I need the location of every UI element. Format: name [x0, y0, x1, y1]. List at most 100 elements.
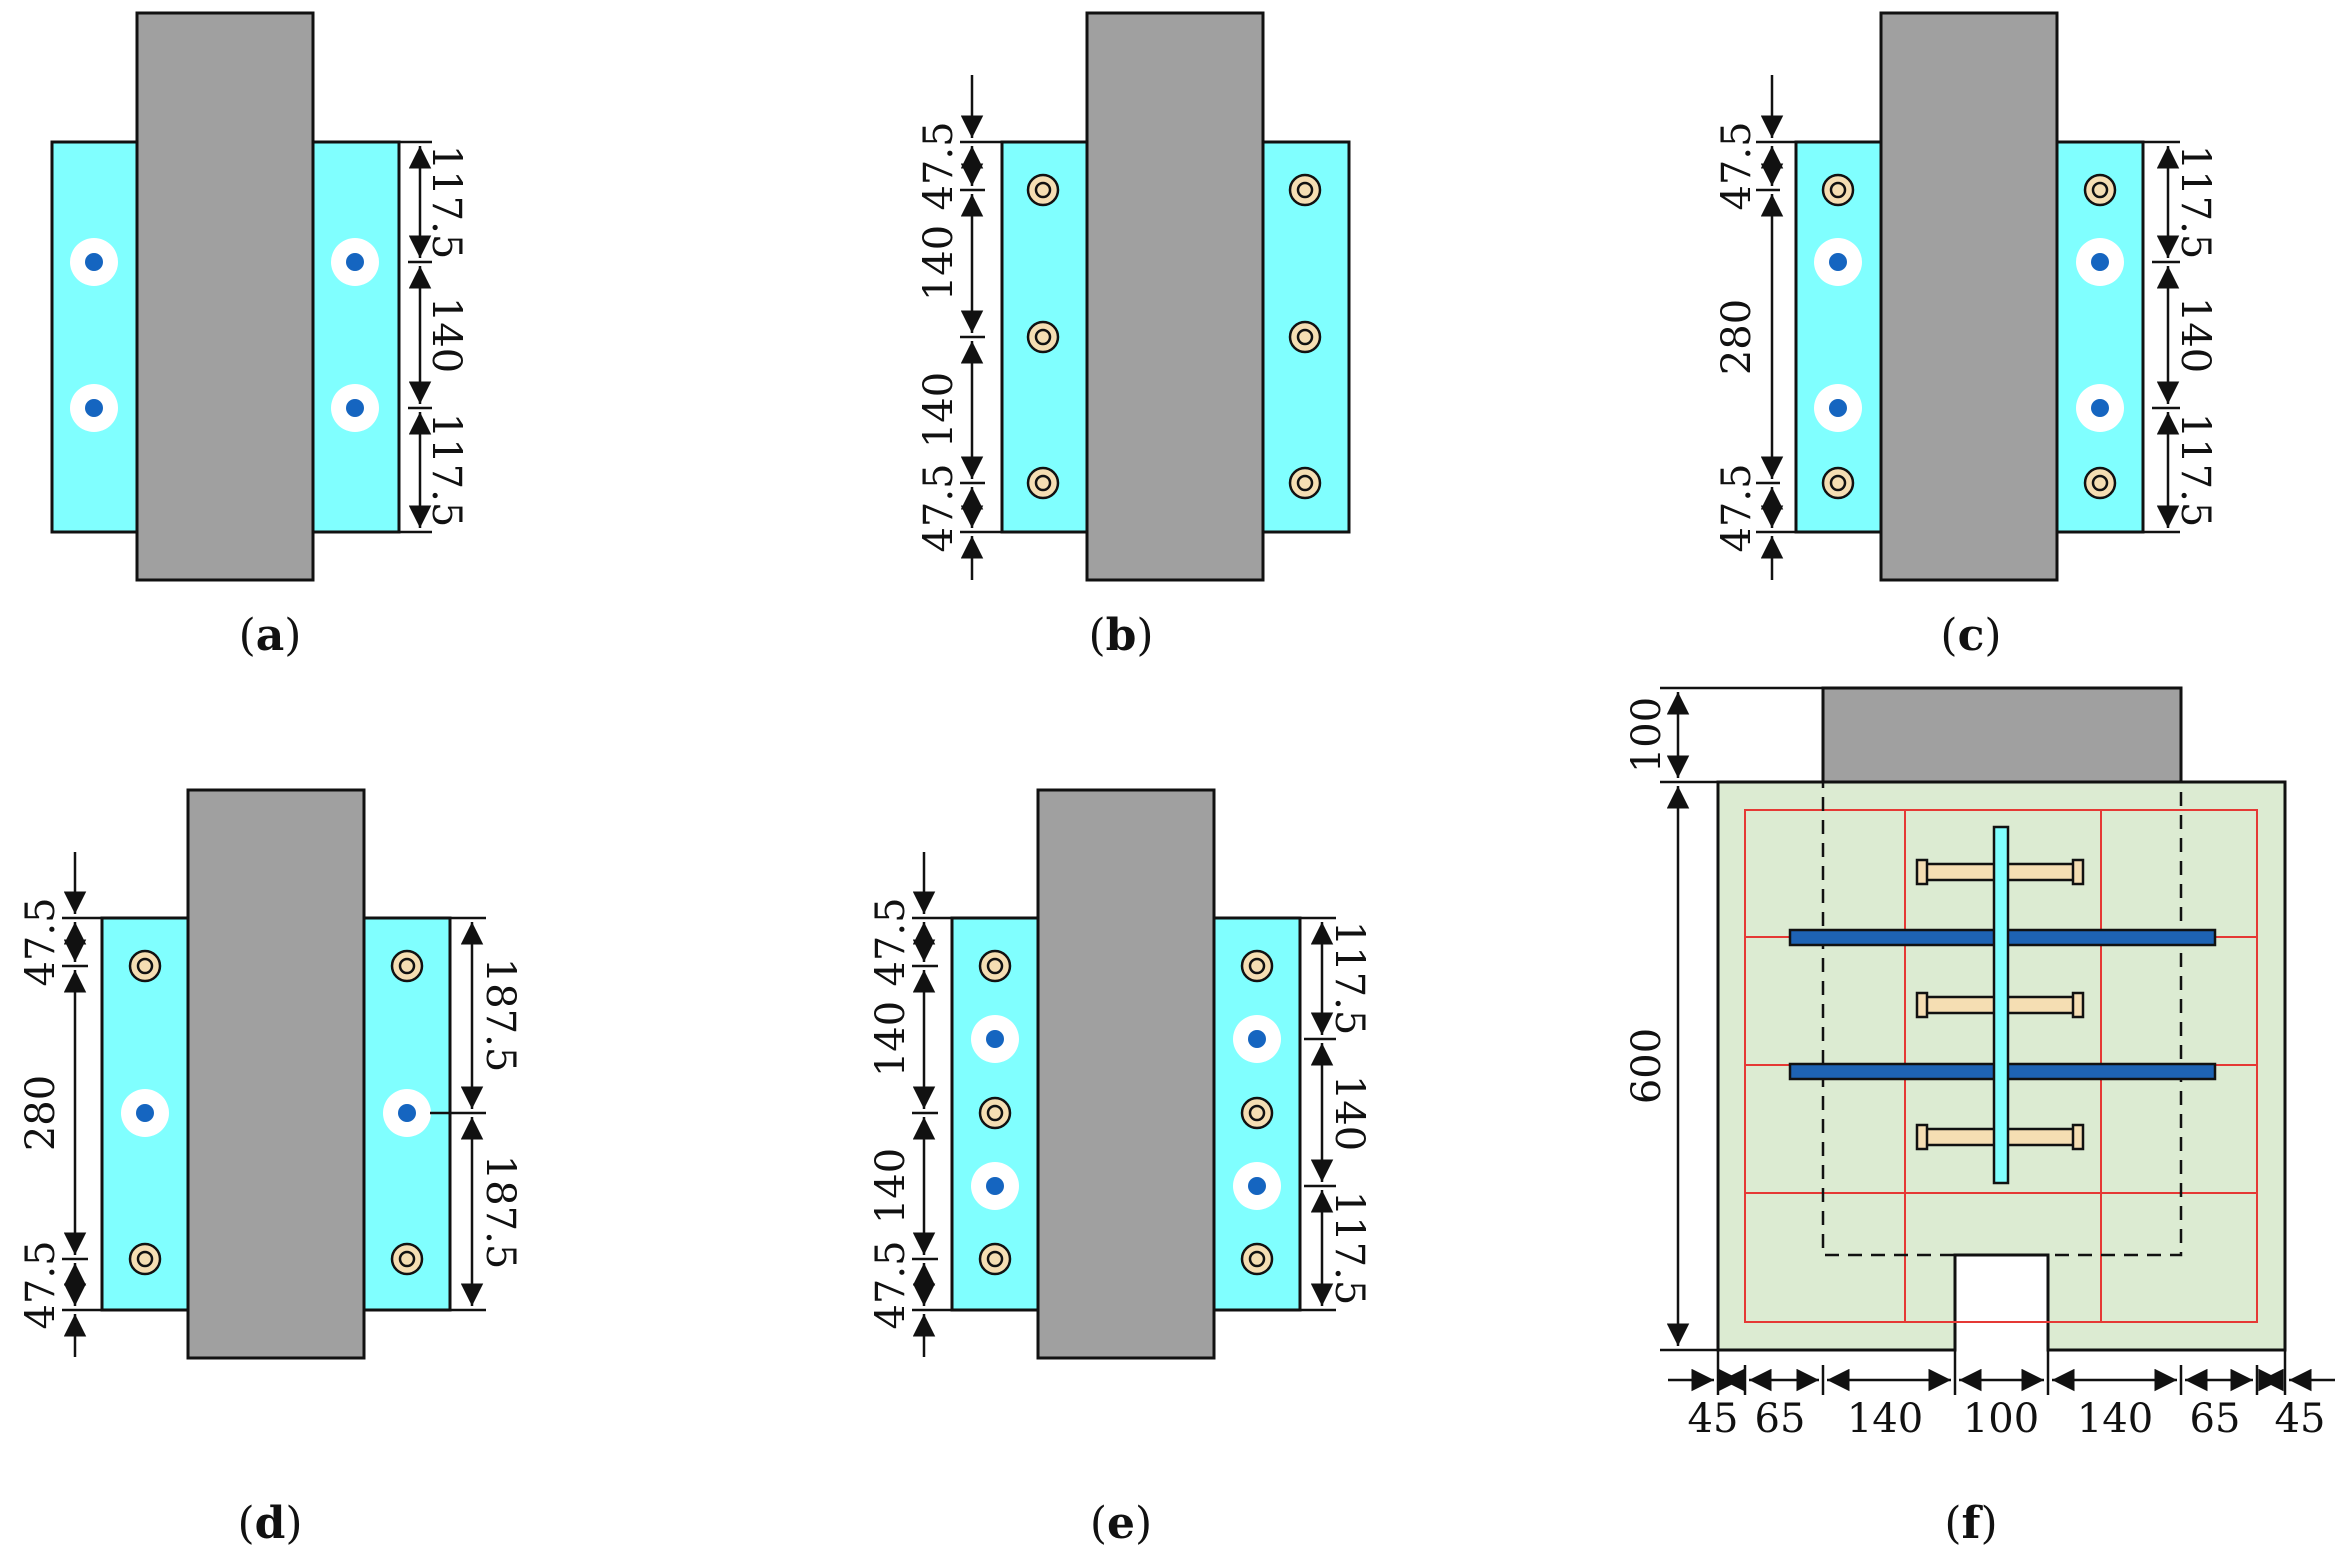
vertical-plate — [1992, 825, 2010, 1185]
dimension-label: 65 — [1755, 1396, 1806, 1442]
panel-a: 117.5 140 117.5 (a) — [50, 11, 469, 661]
dimension-label: 47.5 — [18, 1240, 64, 1329]
bolt-icon — [1821, 173, 1855, 207]
dimension-label: 117.5 — [2172, 413, 2218, 528]
dimension-label: 117.5 — [423, 413, 469, 528]
dimension-label: 100 — [1624, 697, 1670, 773]
dimension-label: 117.5 — [2172, 145, 2218, 260]
dimension-label: 47.5 — [1714, 121, 1760, 210]
panel-caption: (b) — [1088, 610, 1153, 661]
anchor-icon — [1814, 238, 1862, 286]
anchor-icon — [971, 1015, 1019, 1063]
anchor-icon — [971, 1162, 1019, 1210]
bolt-icon — [2083, 173, 2117, 207]
anchor-icon — [383, 1089, 431, 1137]
dimension-label: 47.5 — [916, 121, 962, 210]
dimension-label: 140 — [1847, 1396, 1923, 1442]
anchor-icon — [331, 238, 379, 286]
anchor-icon — [1814, 384, 1862, 432]
dimension-label: 45 — [1688, 1396, 1739, 1442]
dimension-label: 117.5 — [1326, 921, 1372, 1036]
panel-f: 100 600 45 65 140 100 140 65 45 — [1624, 686, 2335, 1549]
anchor-icon — [331, 384, 379, 432]
dimension-label: 600 — [1624, 1028, 1670, 1104]
panel-caption: (f) — [1944, 1498, 1997, 1549]
panel-c: 47.5 280 47.5 117.5 140 117.5 (c) — [1714, 11, 2218, 661]
column — [1879, 11, 2059, 582]
dimension-label: 140 — [423, 297, 469, 373]
dimension-label: 140 — [2077, 1396, 2153, 1442]
dimension-chain-right — [1300, 916, 1336, 1312]
bolt-icon — [1240, 1096, 1274, 1130]
anchor-icon — [70, 238, 118, 286]
dimension-chain-left — [912, 852, 952, 1357]
bolt-icon — [1288, 320, 1322, 354]
bolt-icon — [978, 1096, 1012, 1130]
dimension-label: 187.5 — [477, 958, 523, 1073]
dimension-label: 140 — [868, 1001, 914, 1077]
bolt-icon — [1821, 466, 1855, 500]
anchor-icon — [2076, 238, 2124, 286]
anchor-icon — [121, 1089, 169, 1137]
dimension-chain-right — [430, 916, 486, 1312]
steel-plate-right — [311, 140, 401, 534]
dimension-label: 47.5 — [916, 463, 962, 552]
panel-caption: (e) — [1090, 1498, 1152, 1549]
dimension-label: 47.5 — [868, 897, 914, 986]
bolt-icon — [128, 1242, 162, 1276]
bolt-icon — [1026, 320, 1060, 354]
column — [1085, 11, 1265, 582]
panel-caption: (a) — [239, 610, 302, 661]
panel-caption: (c) — [1940, 610, 2001, 661]
steel-plate-left — [50, 140, 139, 534]
dimension-chain-bottom — [1668, 1350, 2335, 1395]
dimension-chain-left — [62, 852, 102, 1357]
bolt-icon — [1026, 466, 1060, 500]
dimension-chain-right — [2143, 140, 2180, 534]
bolt-icon — [1240, 949, 1274, 983]
dimension-chain-left — [960, 75, 1002, 580]
panel-caption: (d) — [237, 1498, 302, 1549]
column — [1036, 788, 1216, 1360]
anchor-icon — [2076, 384, 2124, 432]
anchor-icon — [1233, 1015, 1281, 1063]
dimension-label: 140 — [916, 372, 962, 448]
bolt-icon — [1240, 1242, 1274, 1276]
dimension-label: 65 — [2190, 1396, 2241, 1442]
dimension-label: 280 — [1714, 299, 1760, 375]
bolt-icon — [978, 949, 1012, 983]
dimension-label: 45 — [2275, 1396, 2326, 1442]
panel-d: 47.5 280 47.5 187.5 187.5 (d) — [18, 788, 523, 1549]
anchor-icon — [1233, 1162, 1281, 1210]
dimension-label: 140 — [2172, 297, 2218, 373]
dimension-chain-left — [1660, 686, 1823, 1352]
panel-b: 47.5 140 140 47.5 (b) — [916, 11, 1351, 661]
dimension-label: 117.5 — [423, 145, 469, 260]
dimension-chain-left — [1756, 75, 1796, 580]
column — [1821, 686, 2183, 785]
bolt-icon — [390, 1242, 424, 1276]
anchor-icon — [70, 384, 118, 432]
dimension-chain-right — [399, 140, 432, 534]
bolt-icon — [1026, 173, 1060, 207]
bolt-icon — [128, 949, 162, 983]
bolt-icon — [390, 949, 424, 983]
dimension-label: 47.5 — [868, 1240, 914, 1329]
bolt-icon — [1288, 173, 1322, 207]
dimension-label: 140 — [916, 225, 962, 301]
column — [186, 788, 366, 1360]
dimension-label: 47.5 — [18, 897, 64, 986]
dimension-label: 47.5 — [1714, 463, 1760, 552]
bolt-icon — [1288, 466, 1322, 500]
bolt-icon — [2083, 466, 2117, 500]
bolt-icon — [978, 1242, 1012, 1276]
panel-e: 47.5 140 140 47.5 117.5 140 117.5 (e) — [868, 788, 1372, 1549]
dimension-label: 140 — [868, 1148, 914, 1224]
dimension-label: 117.5 — [1326, 1191, 1372, 1306]
dimension-label: 100 — [1963, 1396, 2039, 1442]
column — [135, 11, 315, 582]
dimension-label: 280 — [18, 1075, 64, 1151]
dimension-label: 140 — [1326, 1075, 1372, 1151]
